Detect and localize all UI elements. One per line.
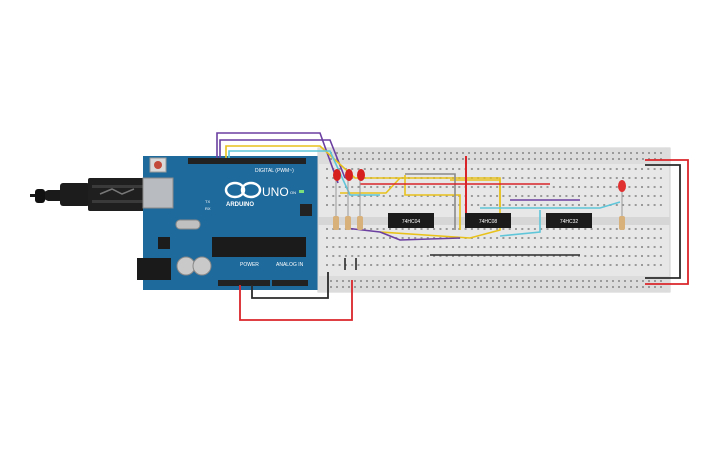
led-1[interactable] xyxy=(333,169,341,181)
tx-label: TX xyxy=(205,199,210,204)
icsp-header xyxy=(300,204,312,216)
on-label: ON xyxy=(290,190,296,195)
power-header-label: POWER xyxy=(240,262,259,268)
arduino-board[interactable]: UNO ARDUINO DIGITAL (PWM~) POWER ANALOG … xyxy=(137,156,326,290)
analog-header-label: ANALOG IN xyxy=(276,262,304,268)
regulator-chip xyxy=(158,237,170,249)
ic-74hc32[interactable]: 74HC32 xyxy=(546,213,592,228)
svg-text:74HC04: 74HC04 xyxy=(402,219,421,225)
led-2[interactable] xyxy=(345,169,353,181)
digital-header[interactable] xyxy=(188,158,306,164)
ic-74hc04[interactable]: 74HC04 xyxy=(388,213,434,228)
svg-text:74HC32: 74HC32 xyxy=(560,219,579,225)
digital-header-label: DIGITAL (PWM~) xyxy=(255,168,294,174)
atmega-chip xyxy=(212,237,306,257)
capacitor-2 xyxy=(192,256,212,276)
resistors xyxy=(333,181,625,230)
uno-label: UNO xyxy=(262,185,289,199)
usb-cable xyxy=(30,178,158,211)
power-jack xyxy=(137,258,171,280)
capacitor-1 xyxy=(176,256,196,276)
arduino-logo xyxy=(224,181,262,199)
led-3[interactable] xyxy=(357,169,365,181)
ic-74hc08[interactable]: 74HC08 xyxy=(465,213,511,228)
breadboard[interactable] xyxy=(317,147,671,293)
power-header[interactable] xyxy=(218,280,270,286)
crystal xyxy=(175,219,201,230)
analog-header[interactable] xyxy=(272,280,308,286)
svg-text:74HC08: 74HC08 xyxy=(479,219,498,225)
rx-label: RX xyxy=(205,206,211,211)
led-4[interactable] xyxy=(618,180,626,192)
arduino-brand-label: ARDUINO xyxy=(226,202,254,208)
usb-port xyxy=(142,177,174,209)
on-led xyxy=(299,190,304,193)
